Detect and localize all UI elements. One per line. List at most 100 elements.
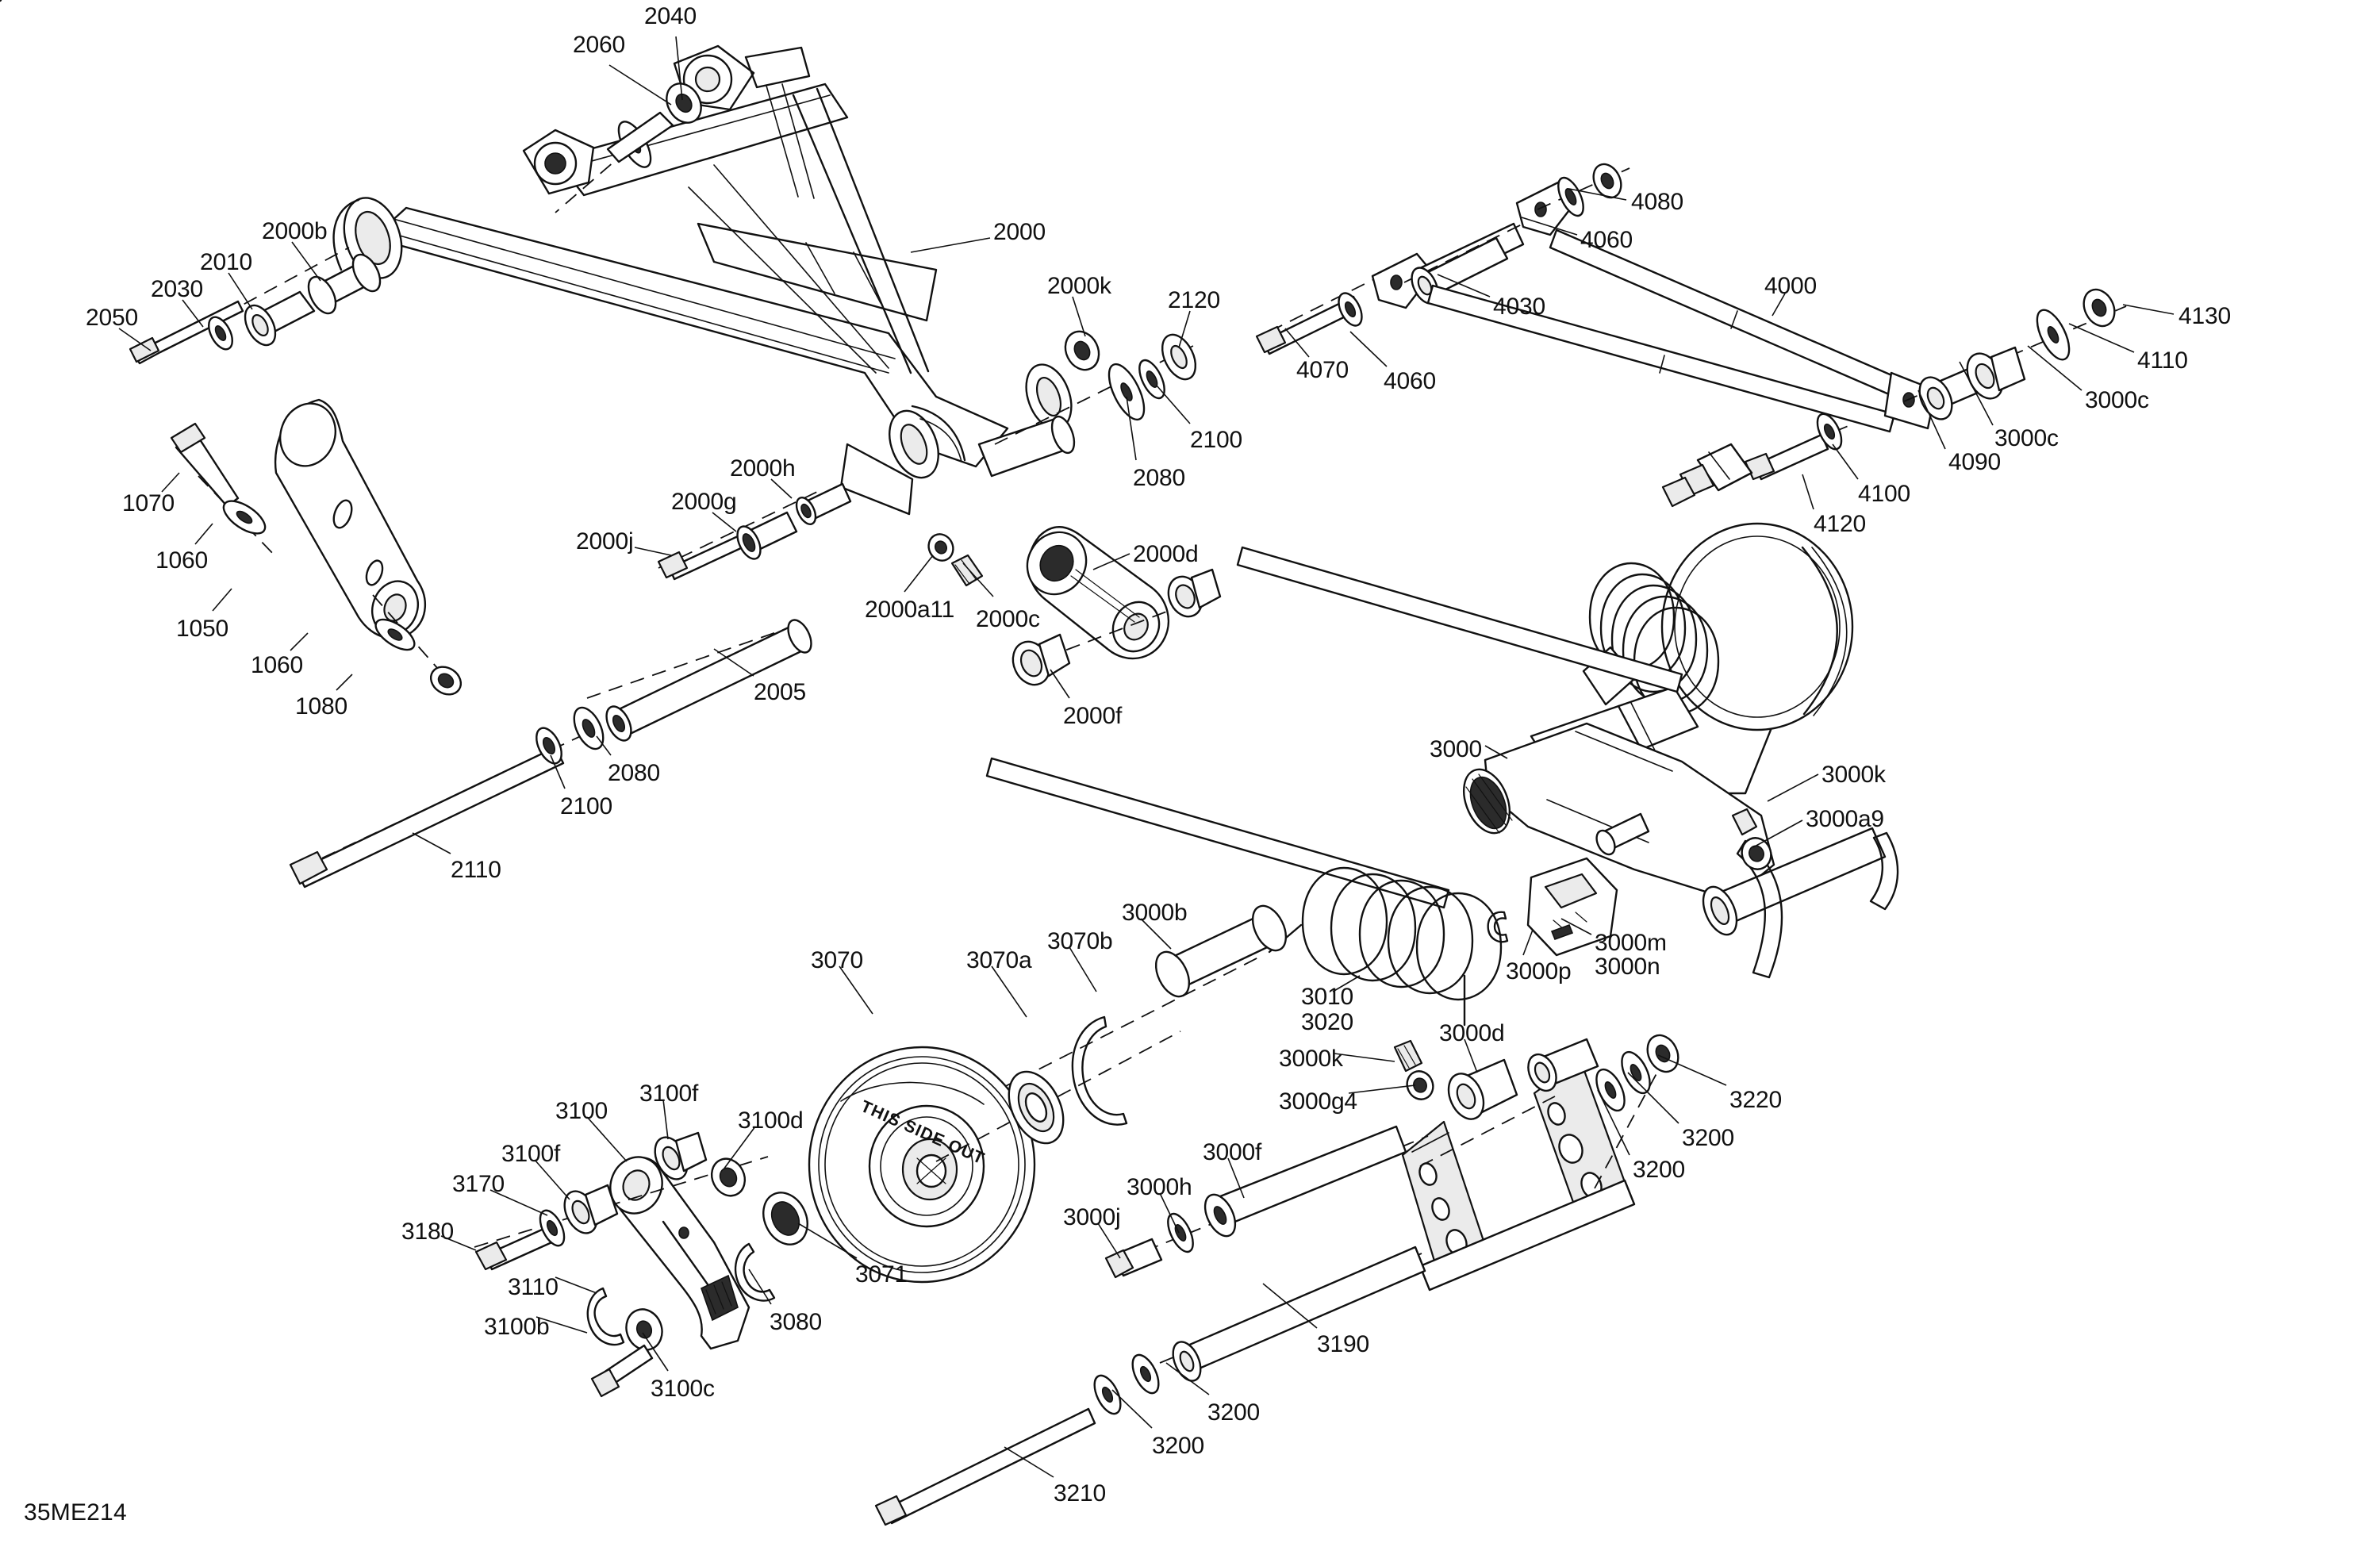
- leader-line-3000a9: [1752, 819, 1803, 848]
- callout-3200: 3200: [1682, 1125, 1734, 1151]
- callout-3000n: 3000n: [1595, 954, 1660, 980]
- callout-3000a9: 3000a9: [1806, 806, 1884, 832]
- leader-line-2060: [608, 64, 672, 106]
- wheel-marking-text: THIS SIDE OUT: [858, 1097, 988, 1169]
- leader-line-4080: [1568, 188, 1627, 201]
- callout-3070b: 3070b: [1047, 928, 1113, 954]
- callout-2000: 2000: [993, 219, 1046, 245]
- callout-2100: 2100: [560, 793, 612, 819]
- callout-3100b: 3100b: [484, 1314, 550, 1340]
- callout-2040: 2040: [644, 3, 697, 29]
- callout-3000h: 3000h: [1127, 1174, 1192, 1200]
- callout-1060: 1060: [251, 652, 303, 678]
- callout-2000g: 2000g: [671, 489, 737, 515]
- callout-1060: 1060: [155, 547, 208, 574]
- leader-line-2040: [675, 36, 683, 101]
- leader-line-2080: [1126, 396, 1137, 461]
- callout-4060: 4060: [1384, 368, 1436, 394]
- leader-line-3000k: [1334, 1053, 1395, 1062]
- leader-line-2000: [910, 237, 991, 253]
- callout-2000h: 2000h: [730, 455, 796, 482]
- callout-3020: 3020: [1301, 1009, 1353, 1035]
- leader-line-2120: [1178, 310, 1191, 348]
- callout-4130: 4130: [2178, 303, 2231, 329]
- callout-3000: 3000: [1430, 736, 1482, 762]
- callout-3080: 3080: [770, 1309, 822, 1335]
- callout-3100c: 3100c: [651, 1376, 715, 1402]
- leader-line-3210: [1004, 1446, 1054, 1478]
- leader-line-2050: [118, 328, 152, 351]
- leader-line-3000k: [1767, 773, 1819, 802]
- callout-3110: 3110: [508, 1274, 559, 1300]
- leader-line-2030: [182, 299, 204, 328]
- callout-3070a: 3070a: [966, 947, 1032, 973]
- leader-line-3200: [1597, 1089, 1630, 1156]
- upper-nut-washer: [555, 83, 702, 213]
- leader-line-3070a: [991, 965, 1027, 1018]
- callout-3000c: 3000c: [2085, 387, 2149, 413]
- callout-3100f: 3100f: [639, 1080, 699, 1107]
- leader-line-2000h: [770, 478, 793, 499]
- leader-line-2005: [713, 648, 754, 677]
- leader-line-3000: [1484, 745, 1508, 759]
- leader-line-1060: [290, 632, 309, 651]
- callout-3200: 3200: [1633, 1157, 1685, 1183]
- callout-3210: 3210: [1054, 1480, 1106, 1507]
- leader-line-3080: [748, 1269, 772, 1305]
- leader-line-1050: [212, 588, 232, 612]
- leader-line-3110: [555, 1276, 597, 1294]
- callout-2000b: 2000b: [262, 218, 328, 244]
- lower-rod-2005: [289, 619, 812, 889]
- callout-2030: 2030: [151, 276, 203, 302]
- callout-2000a11: 2000a11: [865, 597, 955, 623]
- callout-3000c: 3000c: [1994, 425, 2059, 451]
- callout-3000b: 3000b: [1122, 900, 1188, 926]
- callout-3000m: 3000m: [1595, 930, 1667, 956]
- leader-line-3000m: [1560, 918, 1592, 935]
- callout-4100: 4100: [1858, 481, 1910, 507]
- callout-4090: 4090: [1948, 449, 2001, 475]
- callout-3070: 3070: [811, 947, 863, 973]
- callout-3000k: 3000k: [1821, 762, 1886, 788]
- leader-line-2000d: [1092, 553, 1130, 570]
- leader-line-3200: [1627, 1072, 1679, 1124]
- leader-line-3000c: [2027, 345, 2082, 391]
- callout-4080: 4080: [1631, 189, 1683, 215]
- leader-line-4120: [1802, 474, 1814, 510]
- coil-spring-center: [1301, 866, 1503, 1001]
- callout-3000k: 3000k: [1279, 1046, 1343, 1072]
- callout-2000d: 2000d: [1133, 541, 1199, 567]
- callout-3100f: 3100f: [501, 1141, 561, 1167]
- callout-3200: 3200: [1207, 1399, 1260, 1426]
- callout-3100: 3100: [555, 1098, 608, 1124]
- small-fasteners-2000b: [927, 533, 984, 587]
- callout-leader-lines: [118, 36, 2175, 1478]
- leader-line-4110: [2068, 323, 2135, 353]
- callout-2000j: 2000j: [576, 528, 634, 555]
- callout-2120: 2120: [1168, 287, 1220, 313]
- callout-3200: 3200: [1152, 1433, 1204, 1459]
- leader-line-2000k: [1072, 296, 1086, 337]
- callout-2050: 2050: [86, 305, 138, 331]
- callout-3190: 3190: [1317, 1331, 1369, 1357]
- callout-4000: 4000: [1764, 273, 1817, 299]
- callout-1050: 1050: [176, 616, 228, 642]
- callout-4030: 4030: [1493, 294, 1545, 320]
- drawing-number: 35ME214: [24, 1499, 127, 1526]
- leader-line-4100: [1832, 443, 1859, 480]
- leader-line-4060: [1521, 217, 1578, 236]
- callout-3000p: 3000p: [1506, 958, 1572, 985]
- leader-line-1080: [336, 674, 353, 691]
- callout-1080: 1080: [295, 693, 347, 720]
- leader-line-2000b: [291, 241, 321, 282]
- leader-line-2000c: [962, 562, 994, 597]
- coil-spring-right: [1588, 562, 1720, 716]
- leader-line-3100c: [642, 1332, 669, 1372]
- leader-line-3000c: [1959, 361, 1994, 426]
- leader-line-2080: [596, 735, 612, 756]
- callout-2000c: 2000c: [976, 606, 1040, 632]
- upper-arm-assembly: [332, 44, 1076, 516]
- callout-3180: 3180: [401, 1219, 454, 1245]
- leader-line-2100: [1156, 385, 1191, 424]
